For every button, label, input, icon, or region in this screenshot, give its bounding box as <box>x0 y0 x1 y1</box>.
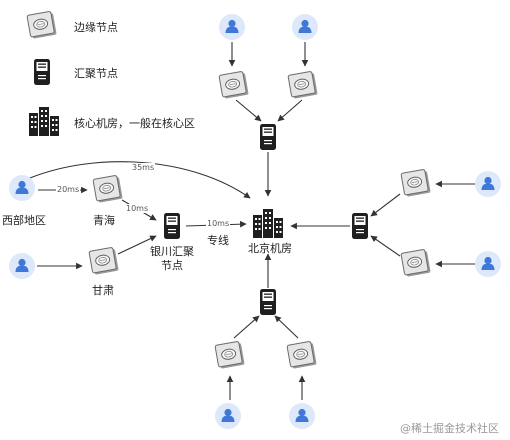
yinchuan-label-line1: 银川汇聚 <box>150 245 194 258</box>
edge-link <box>370 235 401 257</box>
private-line-label: 专线 <box>207 234 229 247</box>
latency-west-beijing: 35ms <box>131 163 156 172</box>
user-icon <box>292 14 318 40</box>
aggregation-node-icon <box>260 124 276 150</box>
edge-node-icon <box>214 340 246 370</box>
edge-node-icon <box>400 248 432 278</box>
qinghai-label: 青海 <box>93 214 115 227</box>
yinchuan-label-line2: 节点 <box>161 259 183 272</box>
user-icon <box>219 14 245 40</box>
edge-link <box>274 315 299 339</box>
legend-edge-node-label: 边缘节点 <box>74 21 118 34</box>
edge-link <box>277 99 303 122</box>
edge-link <box>235 99 262 122</box>
beijing-room-label: 北京机房 <box>248 242 292 255</box>
aggregation-node-icon <box>352 213 368 239</box>
edge-node-icon <box>400 168 432 198</box>
latency-qinghai-yinchuan: 10ms <box>125 204 150 213</box>
edge-node-icon <box>287 70 319 100</box>
edge-node-icon <box>218 70 250 100</box>
user-icon <box>9 175 35 201</box>
connections <box>29 42 476 400</box>
edge-link <box>233 315 260 339</box>
yinchuan-aggregation-node-icon <box>164 213 180 239</box>
edge-node-icon <box>286 340 318 370</box>
watermark: @稀土掘金技术社区 <box>400 422 499 435</box>
edge-link <box>117 235 157 255</box>
user-icon <box>289 403 315 429</box>
legend-core-room-label: 核心机房，一般在核心区 <box>74 117 195 130</box>
user-icon <box>215 403 241 429</box>
edge-link <box>370 193 401 217</box>
user-icon <box>475 171 501 197</box>
beijing-core-room-icon <box>253 209 283 238</box>
legend-edge-node-icon <box>26 10 58 40</box>
gansu-label: 甘肃 <box>92 284 114 297</box>
user-icon <box>475 251 501 277</box>
legend-aggregation-node-label: 汇聚节点 <box>74 67 118 80</box>
edge-node-icon <box>88 246 120 276</box>
latency-west-qinghai: 20ms <box>56 185 81 194</box>
edge-node-icon <box>92 174 124 204</box>
edge-link <box>29 161 251 199</box>
legend-aggregation-node-icon <box>34 59 50 85</box>
legend-core-room-icon <box>29 107 59 136</box>
latency-yinchuan-beijing: 10ms <box>206 219 231 228</box>
west-region-label: 西部地区 <box>2 214 46 227</box>
aggregation-node-icon <box>260 289 276 315</box>
user-icon <box>9 253 35 279</box>
